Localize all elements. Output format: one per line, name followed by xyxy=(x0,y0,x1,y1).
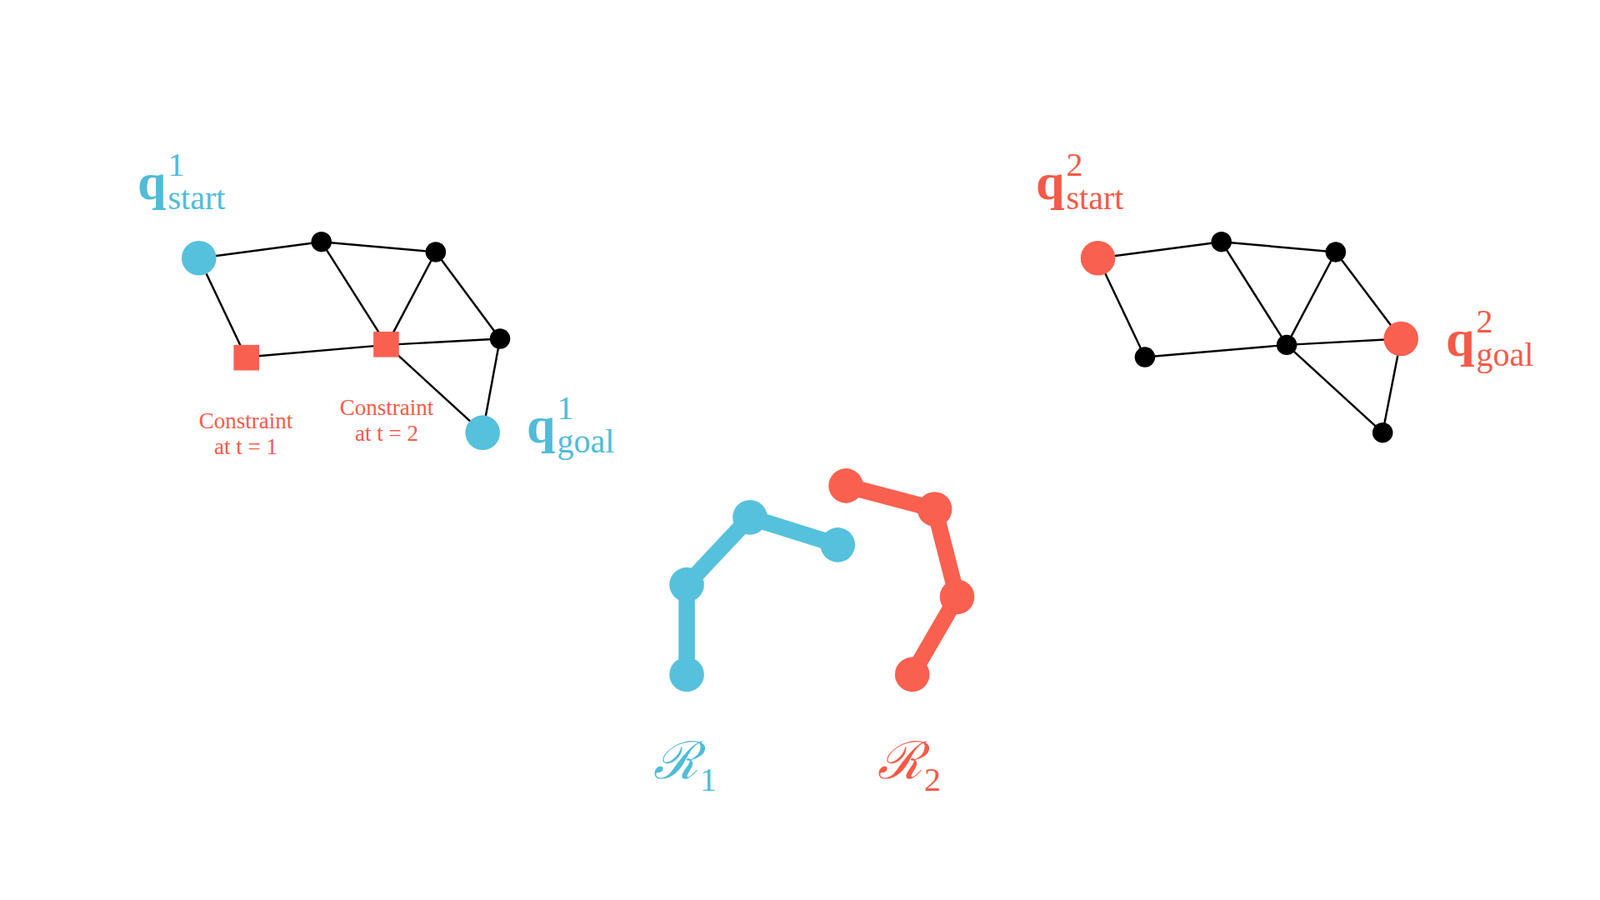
superscript: 1 xyxy=(556,391,615,425)
goal-vertex xyxy=(465,415,500,450)
symbol-label: ℛ 2 xyxy=(877,725,941,797)
superscript: 2 xyxy=(1065,148,1124,182)
robot-arm-1 xyxy=(669,500,855,692)
script-stack: 1start xyxy=(167,148,225,215)
goal-vertex xyxy=(1383,321,1419,357)
start-vertex xyxy=(181,240,217,276)
constraint-note: Constraint at t = 1 xyxy=(193,408,300,460)
script-stack: 2start xyxy=(1065,148,1124,215)
symbol-base: q xyxy=(526,399,555,451)
symbol-label: q2start xyxy=(1035,148,1124,215)
script-stack: 1 xyxy=(700,725,717,797)
robot-arm-2 xyxy=(828,468,975,692)
constraint-square xyxy=(233,345,260,371)
symbol-label: ℛ 1 xyxy=(653,725,717,797)
symbol-label: q2goal xyxy=(1445,305,1534,372)
subscript: 1 xyxy=(700,763,717,797)
subscript: goal xyxy=(1475,338,1534,372)
symbol-base: ℛ xyxy=(653,735,699,787)
subscript: goal xyxy=(556,425,615,459)
start-vertex xyxy=(1080,240,1116,276)
constraint-square xyxy=(373,331,400,358)
superscript: 2 xyxy=(1475,305,1534,339)
symbol-base: q xyxy=(1035,155,1065,208)
subscript: start xyxy=(167,181,225,215)
superscript: 1 xyxy=(167,148,225,182)
roadmap-vertices-left xyxy=(310,231,510,350)
script-stack: 2goal xyxy=(1475,305,1534,372)
roadmap-vertices-right xyxy=(1135,231,1394,443)
symbol-base: q xyxy=(1445,312,1475,365)
roadmap-edges-right xyxy=(1098,241,1402,433)
symbol-label: q1start xyxy=(137,148,225,215)
script-stack: 2 xyxy=(924,725,941,797)
constraint-note: Constraint at t = 2 xyxy=(334,395,440,447)
subscript: 2 xyxy=(924,763,941,797)
symbol-base: q xyxy=(137,155,166,208)
subscript: start xyxy=(1065,181,1124,215)
script-stack: 1goal xyxy=(556,391,615,459)
symbol-label: q1goal xyxy=(526,391,615,459)
symbol-base: ℛ xyxy=(877,735,923,787)
